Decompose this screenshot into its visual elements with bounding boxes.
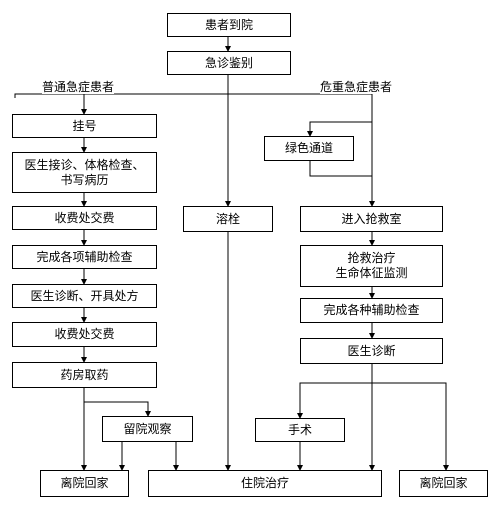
- node-arrive: 患者到院: [167, 13, 291, 37]
- node-leave-right-text: 离院回家: [419, 476, 468, 490]
- node-surgery: 手术: [255, 418, 345, 442]
- branch-label-normal: 普通急症患者: [42, 80, 115, 94]
- node-triage-text: 急诊鉴别: [204, 55, 253, 70]
- node-doctor-diagnosis-text: 医生诊断: [347, 343, 396, 358]
- node-rescue-room: 进入抢救室: [300, 206, 443, 232]
- node-observation: 留院观察: [102, 416, 193, 442]
- node-arrive-text: 患者到院: [204, 17, 253, 32]
- node-green-channel-text: 绿色通道: [284, 141, 333, 155]
- edge-diagnosis-leave: [372, 382, 449, 471]
- edge-green-in: [307, 121, 372, 137]
- node-rescue-line2: 生命体征监测: [335, 266, 408, 280]
- node-hospitalize: 住院治疗: [148, 470, 382, 497]
- node-hospitalize-text: 住院治疗: [240, 476, 289, 490]
- node-doctor-exam: 医生接诊、体格检查、 书写病历: [12, 152, 157, 193]
- node-pay-2-text: 收费处交费: [54, 327, 115, 341]
- node-all-aux: 完成各种辅助检查: [300, 298, 443, 323]
- edge-diagnosis-surgery: [297, 382, 372, 419]
- node-observation-text: 留院观察: [123, 421, 172, 436]
- node-pay-2: 收费处交费: [12, 322, 157, 347]
- branch-label-critical: 危重急症患者: [320, 80, 393, 94]
- node-doctor-exam-line2: 书写病历: [60, 172, 109, 187]
- node-doctor-diagnosis: 医生诊断: [300, 338, 443, 364]
- node-aux-exams-text: 完成各项辅助检查: [36, 249, 133, 264]
- node-diagnose-prescribe: 医生诊断、开具处方: [12, 284, 157, 308]
- node-pay-1-text: 收费处交费: [54, 210, 115, 225]
- node-pay-1: 收费处交费: [12, 206, 157, 230]
- node-pharmacy: 药房取药: [12, 362, 157, 388]
- edge-triage-split: [14, 93, 373, 98]
- node-rescue-line1: 抢救治疗: [347, 251, 396, 265]
- node-leave-left: 离院回家: [40, 470, 129, 497]
- node-aux-exams: 完成各项辅助检查: [12, 245, 157, 269]
- node-register-text: 挂号: [72, 118, 97, 133]
- edge-pharmacy-observe: [84, 401, 151, 417]
- node-rescue-treatment: 抢救治疗 生命体征监测: [300, 245, 443, 287]
- edge-green-out: [309, 161, 372, 177]
- node-bath: 溶栓: [183, 206, 273, 232]
- node-green-channel: 绿色通道: [264, 136, 354, 161]
- node-diagnose-prescribe-text: 医生诊断、开具处方: [30, 288, 139, 303]
- node-surgery-text: 手术: [287, 422, 312, 437]
- node-rescue-room-text: 进入抢救室: [341, 211, 402, 226]
- node-leave-right: 离院回家: [399, 470, 488, 497]
- node-pharmacy-text: 药房取药: [60, 367, 109, 382]
- node-triage: 急诊鉴别: [167, 51, 291, 75]
- node-bath-text: 溶栓: [215, 211, 240, 226]
- node-register: 挂号: [12, 114, 157, 138]
- node-all-aux-text: 完成各种辅助检查: [323, 303, 420, 317]
- node-leave-left-text: 离院回家: [60, 476, 109, 490]
- node-doctor-exam-line1: 医生接诊、体格检查、: [24, 157, 145, 172]
